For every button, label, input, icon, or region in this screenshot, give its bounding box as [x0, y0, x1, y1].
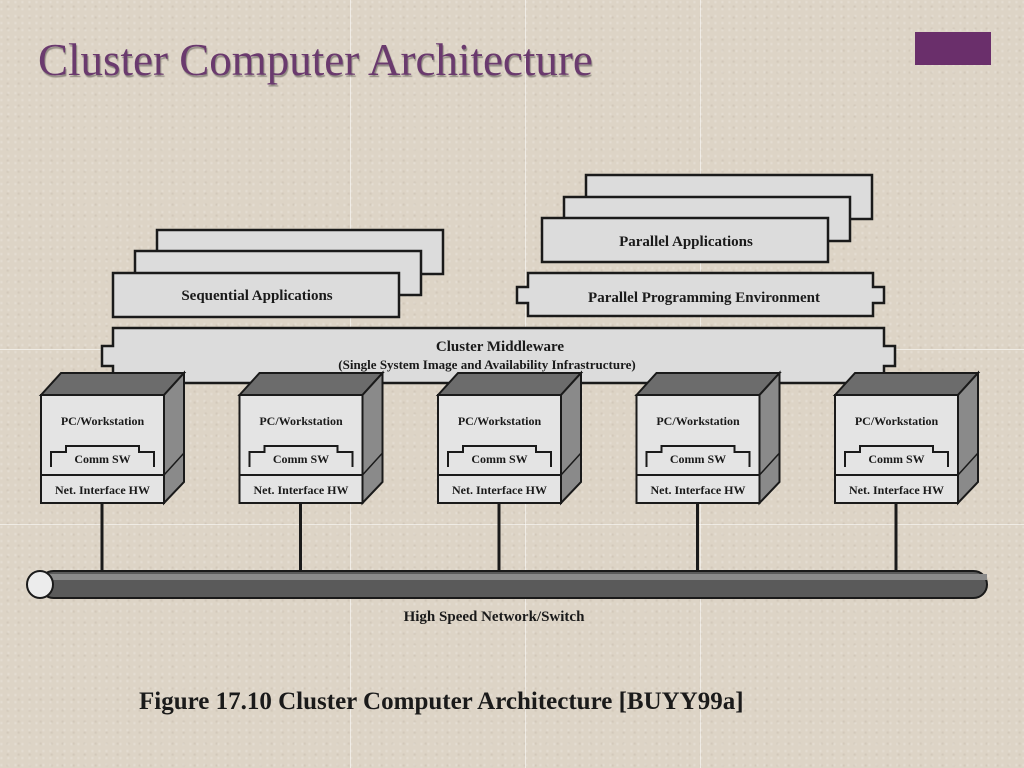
node-front-face: [834, 394, 959, 504]
corner-accent: [915, 32, 991, 65]
net-interface-label: Net. Interface HW: [849, 483, 944, 497]
node-front-face: [635, 394, 761, 504]
parallel-environment-label: Parallel Programming Environment: [588, 290, 820, 306]
node-front-face: [238, 394, 364, 504]
node-top-face: [237, 372, 385, 396]
middleware-title: Cluster Middleware: [436, 339, 565, 355]
figure-caption: Figure 17.10 Cluster Computer Architectu…: [139, 688, 744, 715]
net-interface-label: Net. Interface HW: [254, 483, 349, 497]
node-front-face: [40, 394, 165, 504]
parallel-programming-environment: Parallel Programming Environment: [515, 271, 886, 318]
comm-sw-slot: [447, 445, 552, 467]
pc-workstation-label: PC/Workstation: [259, 414, 343, 428]
comm-sw-label: Comm SW: [868, 452, 924, 466]
comm-sw-label: Comm SW: [74, 452, 130, 466]
node-top-face: [832, 372, 981, 396]
comm-sw-slot: [50, 445, 155, 467]
comm-sw-label: Comm SW: [670, 452, 726, 466]
net-interface-label: Net. Interface HW: [55, 483, 150, 497]
pc-workstation-label: PC/Workstation: [656, 414, 740, 428]
network-label: High Speed Network/Switch: [404, 609, 586, 625]
node-top-face: [634, 372, 782, 396]
node-side-face: [163, 370, 185, 506]
sequential-applications-label: Sequential Applications: [181, 288, 332, 304]
comm-sw-label: Comm SW: [273, 452, 329, 466]
cluster-middleware: Cluster Middleware (Single System Image …: [100, 326, 897, 385]
comm-sw-slot: [844, 445, 949, 467]
parallel-applications-stack: Parallel Applications: [540, 173, 874, 264]
parallel-applications-label: Parallel Applications: [619, 234, 753, 250]
pc-workstation-label: PC/Workstation: [458, 414, 542, 428]
comm-sw-slot: [248, 445, 354, 467]
middleware-subtitle: (Single System Image and Availability In…: [338, 357, 635, 372]
node-side-face: [361, 370, 384, 506]
node-side-face: [957, 370, 979, 506]
node-side-face: [758, 370, 781, 506]
grid-line: [0, 524, 1024, 525]
node-front-face: [437, 394, 562, 504]
node-side-face: [560, 370, 582, 506]
comm-sw-slot: [645, 445, 751, 467]
network-bus: [26, 570, 988, 599]
sequential-applications-stack: Sequential Applications: [111, 228, 445, 319]
net-interface-label: Net. Interface HW: [651, 483, 746, 497]
pc-workstation-label: PC/Workstation: [855, 414, 939, 428]
comm-sw-label: Comm SW: [471, 452, 527, 466]
slide-title: Cluster Computer Architecture: [38, 35, 593, 85]
net-interface-label: Net. Interface HW: [452, 483, 547, 497]
pc-workstation-label: PC/Workstation: [61, 414, 145, 428]
node-top-face: [435, 372, 584, 396]
node-top-face: [38, 372, 187, 396]
